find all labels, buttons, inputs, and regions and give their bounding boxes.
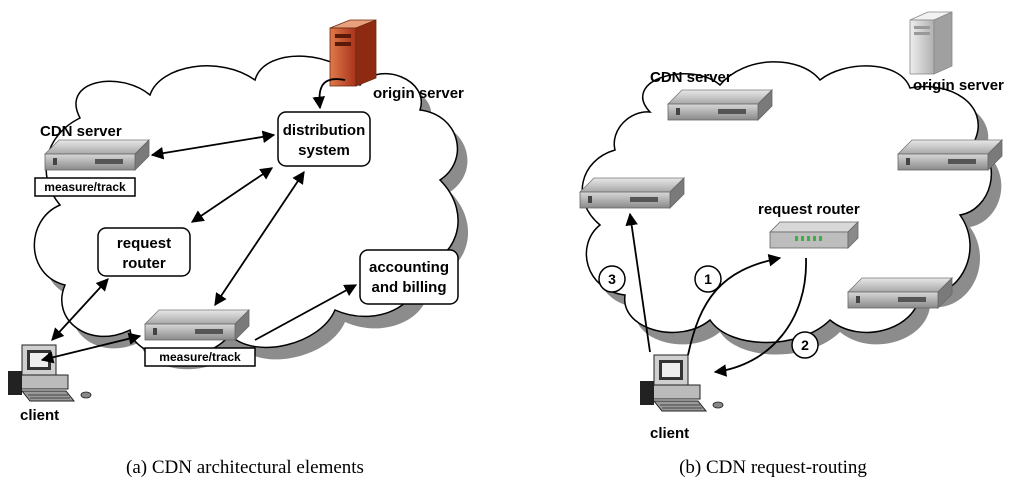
origin-server-icon-right xyxy=(909,11,953,75)
arrow-client-router xyxy=(51,278,109,341)
arrow-step-1 xyxy=(687,254,782,356)
origin-server-icon xyxy=(329,19,377,87)
request-router-label-2: router xyxy=(122,255,166,272)
cdn-server-icon-right xyxy=(897,139,1003,171)
left-panel: origin server CDN server measure/track d… xyxy=(7,19,469,478)
client-computer-icon xyxy=(7,344,92,402)
measure-track-box-bottom xyxy=(144,347,256,367)
distribution-system-box xyxy=(277,111,371,167)
arrow-origin-to-distribution xyxy=(312,78,346,110)
arrow-client-server xyxy=(40,332,142,364)
client-label-right: client xyxy=(650,425,689,442)
caption-right: (b) CDN request-routing xyxy=(679,457,867,478)
request-router-box xyxy=(97,227,191,277)
request-router-label-1: request xyxy=(117,235,171,252)
cdn-server-icon xyxy=(44,139,150,171)
step-1-marker xyxy=(694,265,722,293)
origin-server-label: origin server xyxy=(373,85,464,102)
cdn-server-label-right: CDN server xyxy=(650,69,732,86)
cdn-server-label: CDN server xyxy=(40,123,122,140)
caption-left: (a) CDN architectural elements xyxy=(126,457,364,478)
request-router-icon xyxy=(769,221,859,249)
measure-track-box-top xyxy=(34,177,136,197)
cdn-server-icon-lower xyxy=(847,277,953,309)
arrows-right xyxy=(625,212,807,377)
distribution-label-1: distribution xyxy=(283,122,366,139)
client-label: client xyxy=(20,407,59,424)
accounting-label-2: and billing xyxy=(372,279,447,296)
measure-track-label-top: measure/track xyxy=(44,180,126,194)
arrow-step-2 xyxy=(713,257,807,377)
right-panel: origin server CDN server request router … xyxy=(579,11,1004,478)
arrow-server-distribution xyxy=(214,170,305,307)
accounting-billing-box xyxy=(359,249,459,305)
step-2-label: 2 xyxy=(801,337,809,353)
cdn-server-icon-top xyxy=(667,89,773,121)
arrow-step-3 xyxy=(625,212,651,353)
step-3-marker xyxy=(598,265,626,293)
step-3-label: 3 xyxy=(608,271,616,287)
arrow-cdn-distribution xyxy=(150,130,276,160)
measure-track-label-bottom: measure/track xyxy=(159,350,241,364)
distribution-label-2: system xyxy=(298,142,350,159)
request-router-label-right: request router xyxy=(758,201,860,218)
arrow-server-accounting xyxy=(254,284,358,341)
cdn-server-icon-left xyxy=(579,177,685,209)
step-1-label: 1 xyxy=(704,271,712,287)
origin-server-label-right: origin server xyxy=(913,77,1004,94)
client-computer-icon-right xyxy=(639,354,724,412)
cdn-server-icon-bottom xyxy=(144,309,250,341)
accounting-label-1: accounting xyxy=(369,259,449,276)
step-2-marker xyxy=(791,331,819,359)
arrows-left xyxy=(40,78,358,364)
